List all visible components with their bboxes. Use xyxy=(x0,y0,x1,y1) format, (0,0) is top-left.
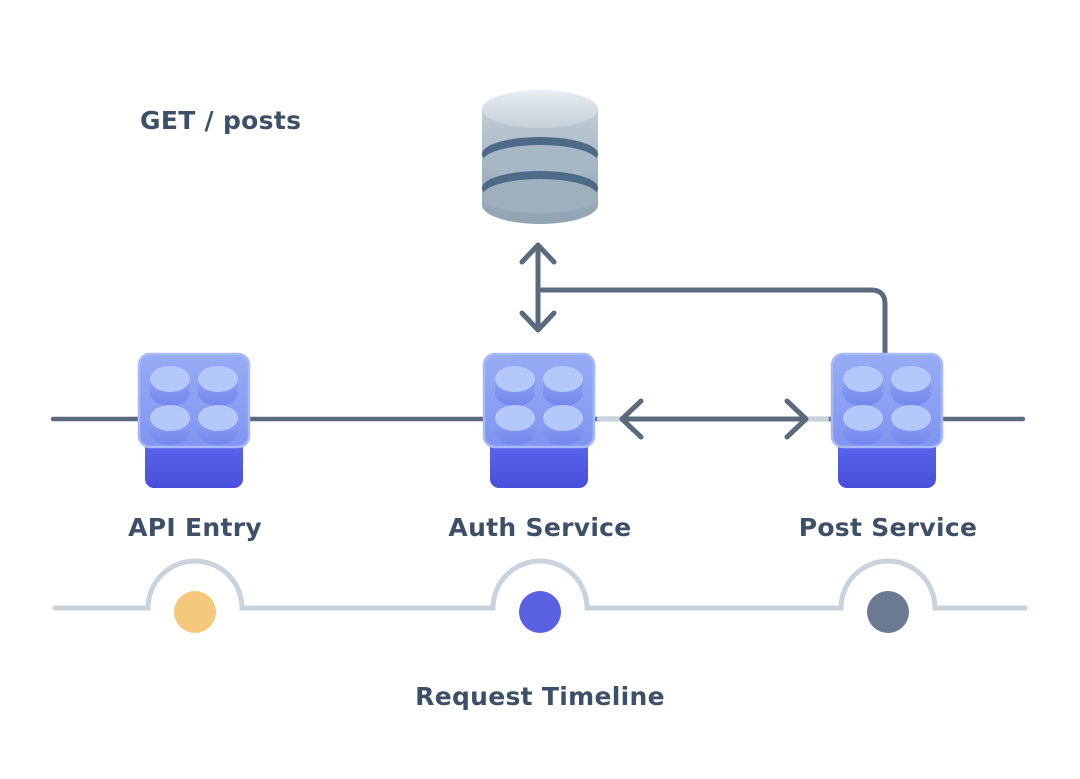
node-post-service-brick-icon xyxy=(830,352,944,490)
timeline-dot-api-entry xyxy=(174,591,216,633)
timeline-dot-auth-service xyxy=(519,591,561,633)
timeline-dot-post-service xyxy=(867,591,909,633)
timeline-line xyxy=(52,558,1028,611)
request-label: GET / posts xyxy=(140,106,302,135)
node-api-entry-brick-icon xyxy=(137,352,251,490)
database-icon xyxy=(482,90,598,224)
node-label-auth-service: Auth Service xyxy=(448,513,632,542)
node-label-post-service: Post Service xyxy=(798,513,978,542)
node-auth-service-brick-icon xyxy=(482,352,596,490)
post-database-elbow-line xyxy=(537,287,888,363)
node-label-api-entry: API Entry xyxy=(128,513,262,542)
timeline-title: Request Timeline xyxy=(415,682,665,711)
auth-post-double-arrow-icon xyxy=(619,398,809,440)
auth-database-double-arrow-icon xyxy=(519,242,557,333)
timeline-track xyxy=(52,558,1028,633)
